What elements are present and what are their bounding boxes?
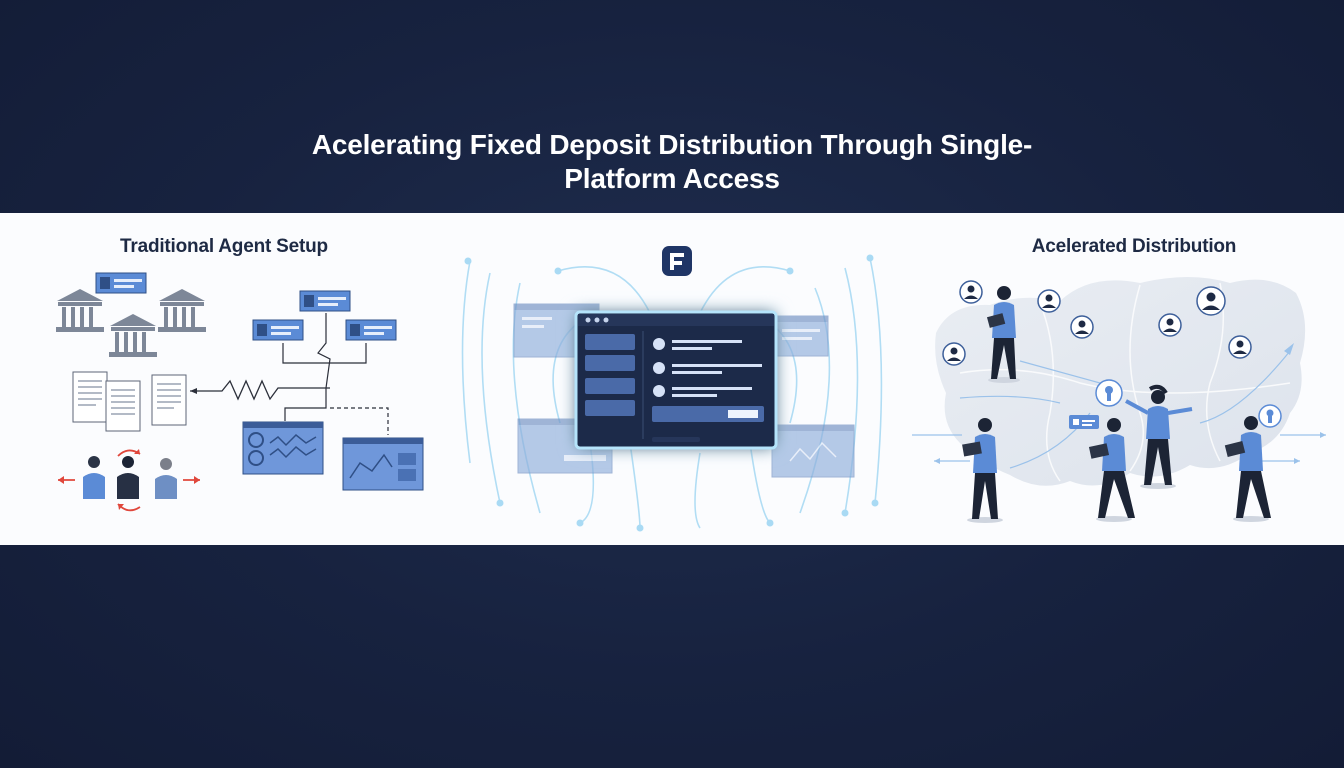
dashboard-window-icon <box>242 421 324 475</box>
person-icon <box>83 456 105 499</box>
person-icon <box>117 456 139 499</box>
agent-person-icon <box>986 286 1020 383</box>
accelerated-distribution-heading: Acelerated Distribution <box>1031 236 1237 257</box>
user-pin-icon <box>959 280 983 304</box>
tangled-connection <box>190 379 330 401</box>
agent-person-icon <box>1224 416 1271 522</box>
user-pin-icon <box>942 342 966 366</box>
region-map <box>935 277 1306 486</box>
traditional-setup-heading: Traditional Agent Setup <box>120 236 328 257</box>
agent-person-icon <box>962 418 1003 523</box>
central-platform-illustration <box>461 246 883 532</box>
user-pin-icon <box>1228 335 1252 359</box>
lock-pin-icon <box>1258 404 1282 428</box>
user-pin-icon <box>1196 286 1226 316</box>
platform-logo-icon <box>662 246 692 276</box>
connector-lines <box>282 313 389 435</box>
bank-icon <box>109 314 157 357</box>
chat-bubble-icon <box>1069 415 1099 429</box>
agent-person-icon <box>1125 384 1193 489</box>
browser-window-icon <box>299 290 351 312</box>
person-icon <box>155 458 177 499</box>
browser-window-icon <box>95 272 147 294</box>
bank-icon <box>158 289 206 332</box>
document-lines <box>78 380 181 415</box>
page-title: Acelerating Fixed Deposit Distribution T… <box>0 128 1344 196</box>
user-pin-icon <box>1070 315 1094 339</box>
user-pin-icon <box>1037 289 1061 313</box>
browser-window-icon <box>775 315 829 357</box>
lock-pin-icon <box>1095 379 1123 407</box>
title-line-1: Acelerating Fixed Deposit Distribution T… <box>311 129 1033 160</box>
agent-person-icon <box>1088 418 1135 522</box>
illustration-scene <box>56 246 1326 532</box>
title-line-2: Platform Access <box>564 163 780 194</box>
bank-icon <box>56 289 104 332</box>
dashboard-window-icon <box>342 437 424 491</box>
user-pin-icon <box>1158 313 1182 337</box>
accelerated-distribution-illustration <box>912 277 1326 523</box>
browser-window-icon <box>345 319 397 341</box>
traditional-setup-illustration <box>56 272 424 512</box>
network-nodes <box>464 254 879 532</box>
browser-window-icon <box>771 424 855 478</box>
browser-window-icon <box>252 319 304 341</box>
